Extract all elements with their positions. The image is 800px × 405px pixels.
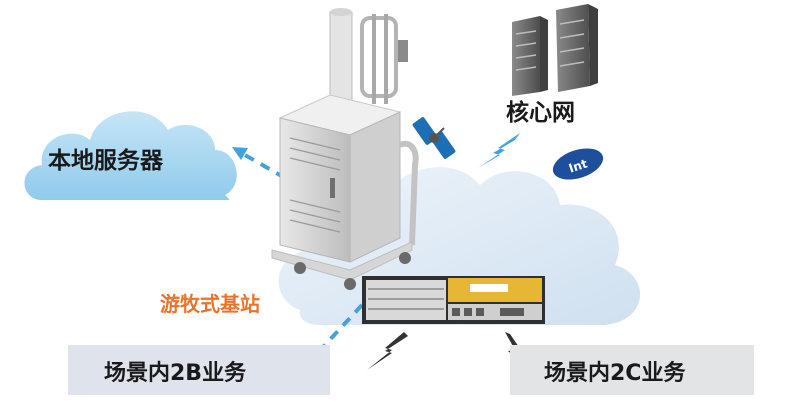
lightning-icon [505, 332, 532, 372]
cabinet-icon [271, 8, 419, 290]
internet-badge-label: Int [567, 156, 589, 175]
local-server-cloud-icon [24, 111, 237, 200]
internet-badge-icon: Int [552, 148, 604, 180]
lightning-icon [367, 332, 408, 370]
dashed-link-to-local-server [232, 147, 286, 180]
local-server-label: 本地服务器 [48, 148, 163, 174]
scene-2c-label: 场景内2C业务 [510, 345, 754, 395]
server-tower-icon [512, 4, 598, 96]
core-network-label: 核心网 [506, 100, 575, 126]
base-station-label: 游牧式基站 [160, 292, 260, 316]
satellite-icon [412, 117, 456, 159]
rack-unit-icon [362, 276, 545, 324]
lightning-icon [478, 133, 520, 168]
scene-2b-label: 场景内2B业务 [68, 345, 330, 395]
